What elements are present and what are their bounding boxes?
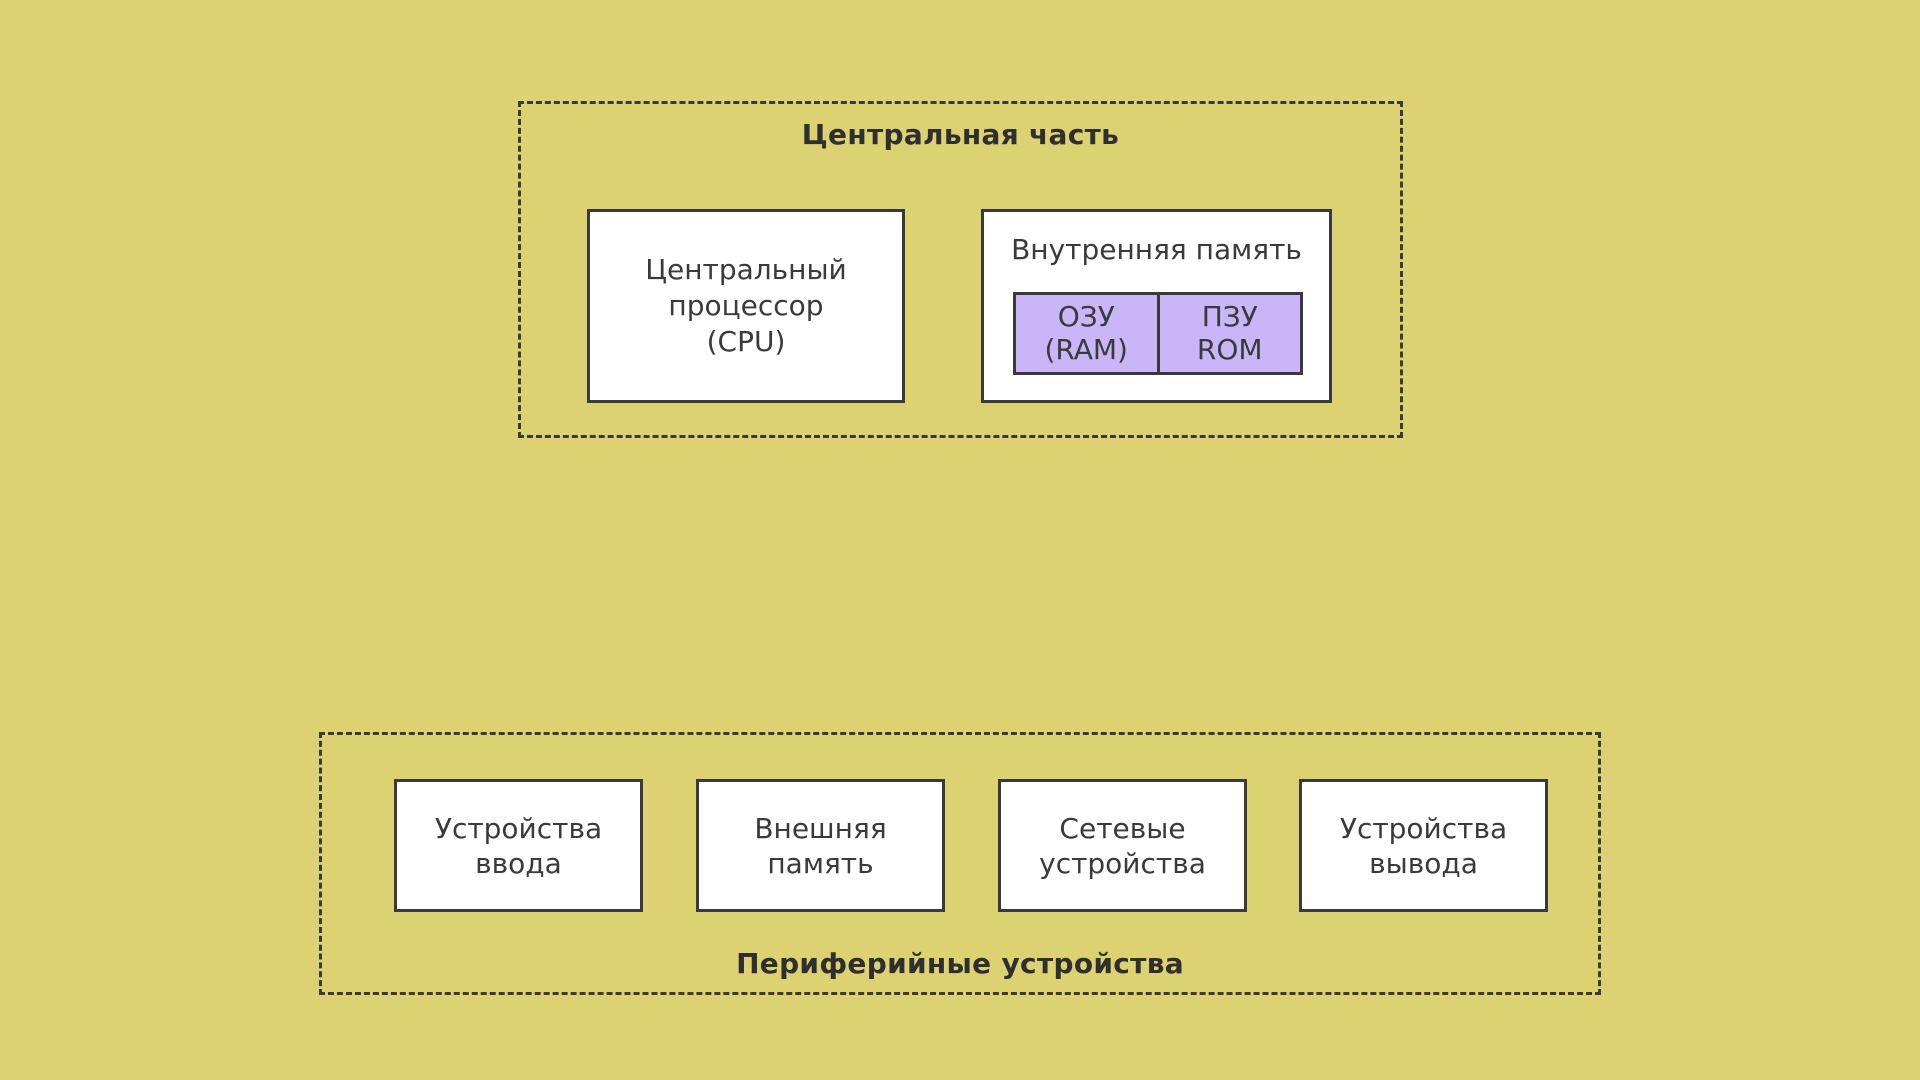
output-devices-label-line1: Устройства — [1339, 811, 1508, 845]
ram-label-line2: (RAM) — [1044, 332, 1128, 366]
output-devices-label-line2: вывода — [1369, 846, 1478, 880]
external-memory-label-line1: Внешняя — [754, 811, 887, 845]
internal-memory-box: Внутренняя память ОЗУ (RAM) ПЗУ ROM — [981, 209, 1332, 403]
external-memory-box: Внешняя память — [696, 779, 945, 912]
cpu-box: Центральный процессор (CPU) — [587, 209, 905, 403]
input-devices-label-line1: Устройства — [434, 811, 603, 845]
rom-label-line1: ПЗУ — [1201, 300, 1258, 334]
central-part-title: Центральная часть — [801, 118, 1120, 151]
ram-label-line1: ОЗУ — [1057, 300, 1115, 334]
input-devices-label-line2: ввода — [475, 846, 562, 880]
cpu-label-line2: процессор — [668, 289, 824, 323]
rom-label-line2: ROM — [1196, 332, 1263, 366]
peripheral-devices-title: Периферийные устройства — [736, 947, 1184, 980]
network-devices-box: Сетевые устройства — [998, 779, 1247, 912]
rom-cell: ПЗУ ROM — [1156, 295, 1301, 372]
cpu-label-line3: (CPU) — [706, 324, 786, 358]
cpu-label-line1: Центральный — [645, 253, 847, 287]
ram-cell: ОЗУ (RAM) — [1016, 295, 1157, 372]
network-devices-label-line1: Сетевые — [1059, 811, 1186, 845]
peripheral-devices-group: Периферийные устройства — [319, 732, 1601, 995]
network-devices-label-line2: устройства — [1039, 846, 1206, 880]
central-part-group: Центральная часть — [518, 101, 1403, 438]
memory-types-row: ОЗУ (RAM) ПЗУ ROM — [1013, 292, 1303, 375]
input-devices-box: Устройства ввода — [394, 779, 643, 912]
internal-memory-label: Внутренняя память — [1011, 233, 1302, 266]
output-devices-box: Устройства вывода — [1299, 779, 1548, 912]
external-memory-label-line2: память — [767, 846, 874, 880]
